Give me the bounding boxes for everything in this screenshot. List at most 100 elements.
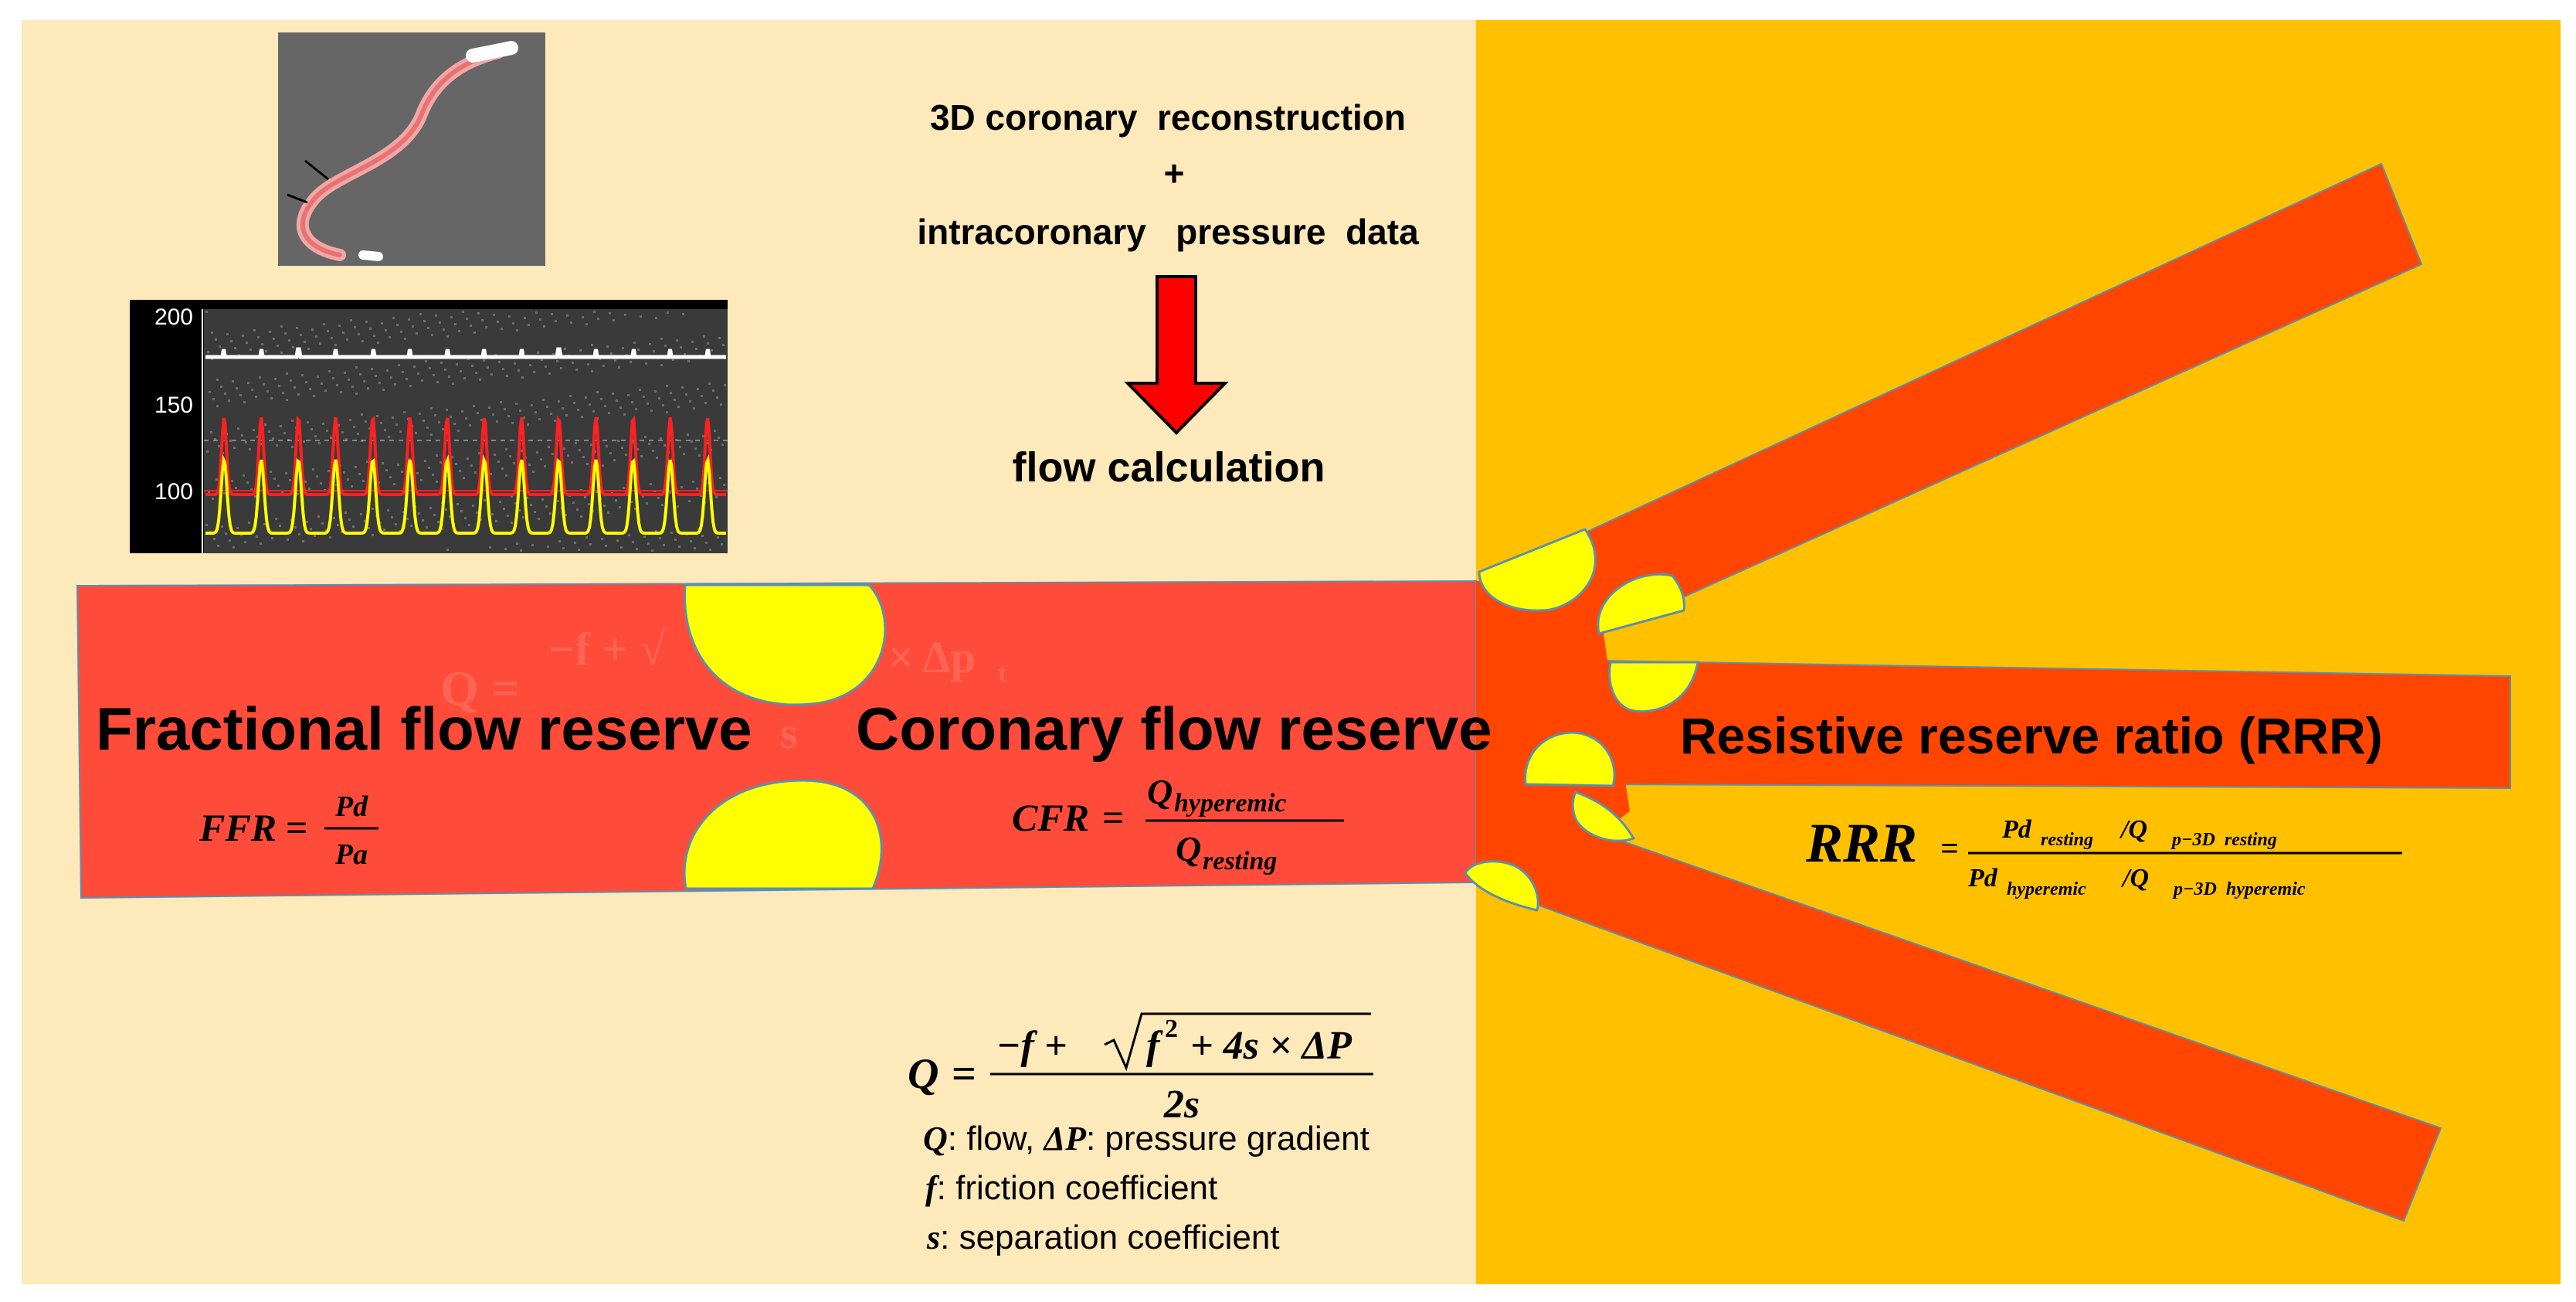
monitor-noise-speck — [511, 422, 514, 424]
monitor-noise-speck — [449, 515, 451, 518]
monitor-noise-speck — [504, 548, 507, 550]
monitor-noise-speck — [230, 340, 232, 342]
monitor-noise-speck — [575, 369, 578, 371]
monitor-noise-speck — [373, 335, 375, 337]
monitor-noise-speck — [371, 368, 373, 370]
monitor-noise-speck — [485, 326, 487, 328]
monitor-noise-speck — [701, 395, 703, 397]
monitor-noise-speck — [260, 542, 262, 545]
monitor-noise-speck — [716, 396, 718, 399]
monitor-noise-speck — [280, 425, 282, 427]
monitor-noise-speck — [300, 334, 302, 336]
monitor-noise-speck — [690, 540, 692, 542]
monitor-noise-speck — [503, 508, 505, 510]
monitor-noise-speck — [670, 392, 672, 394]
monitor-noise-speck — [529, 364, 531, 366]
monitor-noise-speck — [410, 525, 412, 527]
monitor-noise-speck — [350, 319, 352, 321]
ghost-lhs: Q = — [440, 661, 519, 716]
legend-sym-q: Q — [923, 1120, 948, 1158]
monitor-noise-speck — [384, 429, 386, 431]
flow-eq-radicand-rest: + 4s × ΔP — [1180, 1024, 1352, 1068]
monitor-noise-speck — [700, 495, 702, 497]
header-line-2: intracoronary pressure data — [917, 212, 1419, 252]
monitor-noise-speck — [653, 350, 655, 352]
monitor-noise-speck — [429, 507, 432, 509]
monitor-noise-speck — [674, 539, 677, 541]
monitor-noise-speck — [545, 505, 548, 508]
monitor-noise-speck — [382, 389, 385, 391]
monitor-noise-speck — [614, 359, 616, 362]
monitor-noise-speck — [592, 410, 595, 413]
monitor-noise-speck — [277, 345, 279, 347]
monitor-noise-speck — [408, 318, 410, 321]
monitor-noise-speck — [280, 325, 283, 328]
monitor-noise-speck — [249, 348, 252, 351]
monitor-noise-speck — [651, 549, 653, 552]
monitor-noise-speck — [572, 501, 575, 504]
monitor-noise-speck — [515, 403, 518, 405]
monitor-noise-speck — [234, 347, 236, 349]
monitor-noise-speck — [521, 450, 523, 452]
monitor-noise-speck — [508, 315, 511, 318]
monitor-noise-speck — [535, 411, 537, 413]
monitor-noise-speck — [531, 544, 534, 546]
monitor-noise-speck — [348, 518, 351, 521]
monitor-noise-speck — [702, 435, 704, 437]
monitor-noise-speck — [318, 442, 321, 444]
monitor-noise-speck — [695, 348, 697, 350]
monitor-noise-speck — [281, 491, 283, 494]
monitor-noise-speck — [239, 394, 242, 396]
monitor-noise-speck — [254, 495, 256, 498]
monitor-noise-speck — [383, 529, 385, 531]
monitor-noise-speck — [446, 335, 449, 338]
monitor-noise-speck — [423, 420, 425, 422]
monitor-noise-speck — [419, 413, 421, 415]
monitor-noise-speck — [393, 483, 395, 485]
monitor-noise-speck — [325, 529, 328, 532]
monitor-noise-speck — [359, 373, 361, 376]
monitor-noise-speck — [433, 374, 435, 376]
monitor-noise-speck — [310, 528, 312, 530]
monitor-noise-speck — [236, 387, 238, 389]
monitor-noise-speck — [476, 512, 478, 514]
monitor-noise-speck — [436, 454, 438, 457]
monitor-noise-speck — [311, 328, 314, 331]
cfr-numerator-sub: hyperemic — [1174, 789, 1286, 818]
monitor-noise-speck — [547, 546, 549, 548]
monitor-noise-speck — [650, 483, 652, 485]
monitor-noise-speck — [569, 395, 572, 397]
monitor-noise-speck — [245, 441, 247, 444]
monitor-noise-speck — [477, 412, 479, 414]
monitor-noise-speck — [593, 311, 596, 313]
monitor-noise-speck — [557, 500, 559, 502]
monitor-noise-speck — [550, 413, 552, 415]
monitor-noise-speck — [456, 503, 459, 505]
monitor-noise-speck — [587, 363, 589, 365]
monitor-noise-speck — [588, 503, 590, 505]
monitor-noise-speck — [361, 340, 364, 342]
monitor-noise-speck — [280, 352, 283, 354]
monitor-noise-speck — [500, 401, 502, 403]
monitor-noise-speck — [565, 514, 567, 516]
monitor-noise-speck — [708, 382, 711, 385]
monitor-noise-speck — [608, 412, 610, 414]
rrr-lhs: RRR — [1805, 812, 1917, 874]
monitor-noise-speck — [250, 488, 253, 491]
monitor-noise-speck — [526, 497, 528, 499]
rrr-title: Resistive reserve ratio (RRR) — [1680, 707, 2383, 764]
monitor-noise-speck — [433, 514, 436, 516]
monitor-noise-speck — [635, 408, 637, 410]
monitor-noise-speck — [555, 320, 557, 322]
monitor-noise-speck — [504, 408, 506, 410]
monitor-noise-speck — [394, 383, 396, 386]
monitor-noise-speck — [284, 332, 287, 335]
monitor-noise-speck — [253, 429, 255, 431]
monitor-noise-speck — [718, 337, 721, 339]
monitor-noise-speck — [670, 532, 673, 534]
monitor-noise-speck — [460, 370, 462, 372]
legend-sym-f: f — [925, 1169, 940, 1207]
monitor-noise-speck — [566, 314, 568, 317]
monitor-noise-speck — [291, 446, 294, 448]
